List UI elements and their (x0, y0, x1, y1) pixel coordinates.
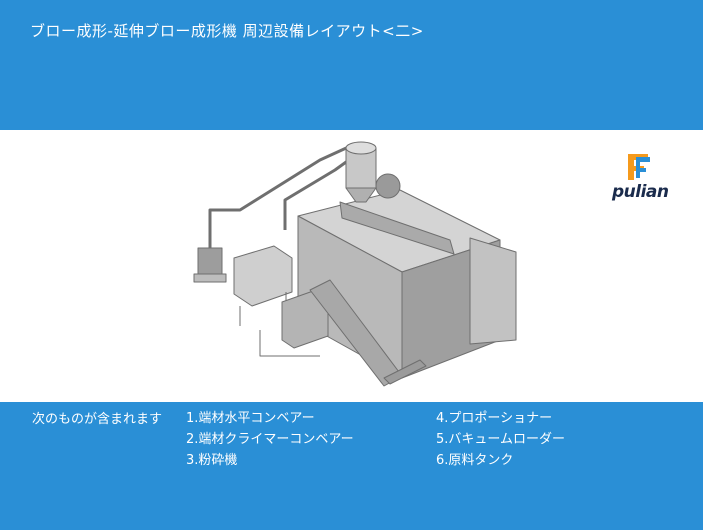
hopper-cone (345, 187, 377, 203)
control-cabinet (469, 237, 517, 345)
list-intro: 次のものが含まれます (32, 412, 163, 427)
crusher-frame (259, 330, 320, 357)
list-item: 5.バキュームローダー (436, 432, 566, 447)
header-band: ブロー成形-延伸ブロー成形機 周辺設備レイアウト<二> (0, 0, 703, 130)
vacuum-loader (233, 245, 293, 307)
equipment-list: 次のものが含まれます 1.端材水平コンベアー 2.端材クライマーコンベアー 3.… (0, 402, 703, 530)
list-item: 2.端材クライマーコンベアー (186, 432, 354, 447)
proportioner (197, 247, 223, 275)
proportioner-base (193, 273, 227, 283)
logo-mark-icon (628, 154, 650, 180)
tank-top (345, 141, 377, 155)
list-column-right: 4.プロポーショナー 5.バキュームローダー 6.原料タンク (436, 408, 565, 471)
logo-wordmark: pulian (612, 182, 669, 202)
list-item: 3.粉砕機 (186, 453, 238, 468)
illustration-panel: pulian (0, 130, 703, 402)
list-item: 1.端材水平コンベアー (186, 411, 315, 426)
list-item: 6.原料タンク (436, 453, 514, 468)
pipe (208, 142, 356, 248)
machine-layout-illustration (193, 141, 517, 387)
list-item: 4.プロポーショナー (436, 411, 553, 426)
motor (375, 173, 401, 199)
page-title: ブロー成形-延伸ブロー成形機 周辺設備レイアウト<二> (30, 22, 424, 40)
pulian-logo: pulian (608, 152, 680, 216)
list-column-left: 1.端材水平コンベアー 2.端材クライマーコンベアー 3.粉砕機 (186, 408, 354, 471)
extruder-barrel (339, 201, 455, 255)
horizontal-conveyor (383, 359, 427, 385)
